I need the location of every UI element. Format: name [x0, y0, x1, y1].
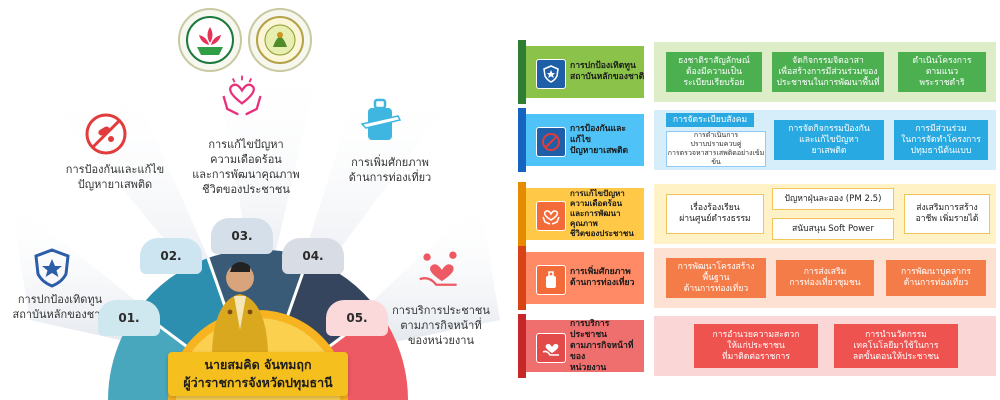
segment-label-04: การเพิ่มศักยภาพ ด้านการท่องเที่ยว	[348, 156, 432, 184]
row-title: การป้องกันและแก้ไข ปัญหายาเสพติด	[570, 123, 629, 156]
row-header: การป้องกันและแก้ไข ปัญหายาเสพติด	[518, 108, 644, 172]
heart-hand-icon	[416, 246, 464, 294]
shield-star-icon	[536, 59, 566, 89]
row-header: การบริการประชาชน ตามภารกิจหน้าที่ของ หน่…	[518, 314, 644, 378]
row-header: การปกป้องเทิดทูน สถาบันหลักของชาติ	[518, 40, 644, 104]
row-item: จัดกิจกรรมจิตอาสา เพื่อสร้างการมีส่วนร่ว…	[772, 52, 884, 92]
segment-label-01: การปกป้องเทิดทูน สถาบันหลักของชาติ	[12, 293, 108, 321]
segment-number-04: 04.	[282, 238, 344, 274]
lotus-emblem-icon	[178, 8, 242, 72]
governor-name: นายสมคิด จันทมฤก	[204, 357, 312, 372]
row-item: การส่งเสริม การท่องเที่ยวชุมชน	[776, 260, 874, 296]
row-header: การเพิ่มศักยภาพ ด้านการท่องเที่ยว	[518, 246, 644, 310]
governor-name-banner: นายสมคิด จันทมฤก ผู้ว่าราชการจังหวัดปทุม…	[168, 352, 348, 396]
strategy-row-2: การป้องกันและแก้ไข ปัญหายาเสพติด การจัดร…	[518, 108, 996, 172]
row-title: การเพิ่มศักยภาพ ด้านการท่องเที่ยว	[570, 267, 635, 288]
row-item: การจัดระเบียบสังคม	[666, 113, 754, 127]
no-drugs-icon	[536, 127, 566, 157]
segment-label-05: การบริการประชาชน ตามภารกิจหน้าที่ ของหน่…	[392, 304, 490, 347]
row-item: การพัฒนาบุคลากร ด้านการท่องเที่ยว	[886, 260, 986, 296]
care-hands-icon	[218, 72, 266, 120]
row-item: การพัฒนาโครงสร้าง พื้นฐาน ด้านการท่องเที…	[666, 258, 766, 298]
governor-title: ผู้ว่าราชการจังหวัดปทุมธานี	[183, 375, 333, 390]
row-item: การนำนวัตกรรม เทคโนโลยีมาใช้ในการ ลดขั้น…	[834, 324, 958, 368]
governor-portrait	[212, 262, 268, 352]
luggage-icon	[356, 96, 404, 144]
row-item: การจัดกิจกรรมป้องกัน และแก้ไขปัญหา ยาเสพ…	[774, 120, 884, 160]
shield-star-icon	[28, 244, 76, 292]
segment-label-02: การป้องกันและแก้ไข ปัญหายาเสพติด	[65, 163, 165, 191]
row-panel: เรื่องร้องเรียน ผ่านศูนย์ดำรงธรรม ปัญหาฝ…	[654, 184, 996, 244]
segment-label-03: การแก้ไขปัญหา ความเดือดร้อน และการพัฒนาค…	[192, 138, 300, 196]
row-title: การปกป้องเทิดทูน สถาบันหลักของชาติ	[570, 61, 645, 82]
provincial-seal-icon	[248, 8, 312, 72]
segment-number-01: 01.	[98, 300, 160, 336]
row-title: การบริการประชาชน ตามภารกิจหน้าที่ของ หน่…	[570, 318, 634, 373]
strategy-fan-diagram: การป้องกันและแก้ไข ปัญหายาเสพติด การแก้ไ…	[10, 8, 500, 400]
row-item: สนับสนุน Soft Power	[772, 218, 894, 240]
row-panel: การจัดระเบียบสังคม การดำเนินการ ปราบปราม…	[654, 110, 996, 170]
row-item: ส่งเสริมการสร้าง อาชีพ เพิ่มรายได้	[904, 194, 990, 234]
row-item: การอำนวยความสะดวก ให้แก่ประชาชน ที่มาติด…	[694, 324, 818, 368]
strategy-row-3: การแก้ไขปัญหา ความเดือดร้อน และการพัฒนาค…	[518, 182, 996, 246]
row-item: ธงชาติราสัญลักษณ์ ต้องมีความเป็น ระเบียบ…	[666, 52, 762, 92]
care-hands-icon	[536, 201, 566, 231]
segment-number-03: 03.	[211, 218, 273, 254]
row-title: การแก้ไขปัญหา ความเดือดร้อน และการพัฒนาค…	[570, 189, 634, 238]
row-item: ปัญหาฝุ่นละออง (PM 2.5)	[772, 188, 894, 210]
row-panel: การอำนวยความสะดวก ให้แก่ประชาชน ที่มาติด…	[654, 316, 996, 376]
row-header: การแก้ไขปัญหา ความเดือดร้อน และการพัฒนาค…	[518, 182, 644, 246]
strategy-row-4: การเพิ่มศักยภาพ ด้านการท่องเที่ยว การพัฒ…	[518, 246, 996, 310]
luggage-icon	[536, 265, 566, 295]
strategy-row-1: การปกป้องเทิดทูน สถาบันหลักของชาติ ธงชาต…	[518, 40, 996, 104]
heart-hand-icon	[536, 333, 566, 363]
segment-number-05: 05.	[326, 300, 388, 336]
row-panel: ธงชาติราสัญลักษณ์ ต้องมีความเป็น ระเบียบ…	[654, 42, 996, 102]
row-panel: การพัฒนาโครงสร้าง พื้นฐาน ด้านการท่องเที…	[654, 248, 996, 308]
segment-number-02: 02.	[140, 238, 202, 274]
ray-3	[215, 60, 320, 320]
row-item: การมีส่วนร่วม ในการจัดทำโครงการ ปทุมธานี…	[894, 120, 988, 160]
no-drugs-icon	[82, 110, 130, 158]
row-item: เรื่องร้องเรียน ผ่านศูนย์ดำรงธรรม	[666, 194, 764, 234]
row-item: การดำเนินการ ปราบปรามควบคู่ การตรวจหาสาร…	[666, 131, 766, 167]
strategy-row-5: การบริการประชาชน ตามภารกิจหน้าที่ของ หน่…	[518, 314, 996, 378]
row-item: ดำเนินโครงการ ตามแนว พระราชดำริ	[898, 52, 986, 92]
